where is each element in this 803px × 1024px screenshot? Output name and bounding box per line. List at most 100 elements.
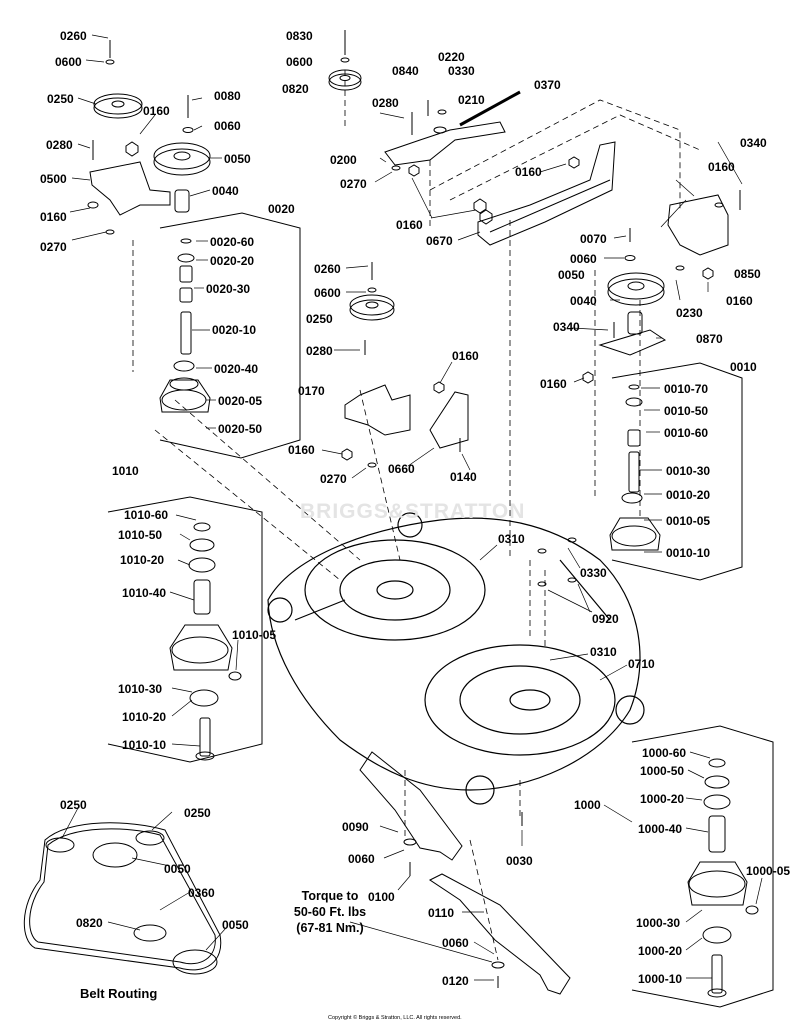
callout-56: 0250 (306, 312, 333, 326)
spindle-0010-bracket (611, 362, 743, 581)
callout-76: 0310 (590, 645, 617, 659)
callout-77: 0710 (628, 657, 655, 671)
callout-66: 1010-50 (118, 528, 163, 542)
callout-50: 0010-30 (666, 464, 711, 478)
callout-67: 1010-20 (120, 553, 165, 567)
callout-62: 0660 (388, 462, 415, 476)
callout-9: 0040 (212, 184, 239, 198)
callout-92: 1000-20 (638, 944, 683, 958)
callout-33: 0670 (426, 234, 453, 248)
callout-85: 1000 (574, 798, 601, 812)
callout-54: 0260 (314, 262, 341, 276)
callout-36: 0050 (558, 268, 585, 282)
callout-39: 0850 (734, 267, 761, 281)
callout-7: 0050 (224, 152, 251, 166)
callout-49: 0010-60 (664, 426, 709, 440)
torque-note-line2: 50-60 Ft. lbs (293, 905, 367, 919)
callout-19: 0020-50 (218, 422, 263, 436)
callout-65: 1010-60 (124, 508, 169, 522)
belt-label-0360: 0360 (188, 886, 215, 900)
callout-28: 0210 (458, 93, 485, 107)
callout-75: 0920 (592, 612, 619, 626)
callout-73: 0310 (498, 532, 525, 546)
callout-34: 0070 (580, 232, 607, 246)
callout-93: 1000-10 (638, 972, 683, 986)
callout-31: 0160 (396, 218, 423, 232)
callout-14: 0020-20 (210, 254, 255, 268)
callout-46: 0010 (730, 360, 757, 374)
callout-68: 1010-40 (122, 586, 167, 600)
callout-58: 0160 (452, 349, 479, 363)
callout-87: 1000-50 (640, 764, 685, 778)
callout-82: 0110 (428, 906, 455, 920)
callout-91: 1000-30 (636, 916, 681, 930)
blade-0090 (359, 751, 463, 861)
callout-52: 0010-05 (666, 514, 711, 528)
callout-24: 0220 (438, 50, 465, 64)
belt-label-0250-b: 0250 (184, 806, 211, 820)
callout-26: 0370 (534, 78, 561, 92)
belt-routing-caption: Belt Routing (80, 986, 158, 1001)
callout-48: 0010-50 (664, 404, 709, 418)
callout-60: 0160 (288, 443, 315, 457)
callout-74: 0330 (580, 566, 607, 580)
belt-label-0050-b: 0050 (222, 918, 249, 932)
callout-81: 0100 (368, 890, 395, 904)
callout-69: 1010-05 (232, 628, 277, 642)
mower-deck-0710 (267, 512, 645, 805)
callout-0: 0260 (60, 29, 87, 43)
idler-bracket-0500 (89, 161, 171, 216)
callout-80: 0030 (506, 854, 533, 868)
watermark-text: BRIGGS&STRATTON (300, 500, 526, 523)
spindle-1000-bracket (631, 725, 774, 1008)
callout-42: 0040 (570, 294, 597, 308)
callout-83: 0060 (442, 936, 469, 950)
callout-5: 0060 (214, 119, 241, 133)
callout-12: 0270 (40, 240, 67, 254)
callout-18: 0020-05 (218, 394, 263, 408)
spindle-1010-bracket (107, 496, 263, 763)
callout-13: 0020-60 (210, 235, 255, 249)
callout-70: 1010-30 (118, 682, 163, 696)
callout-10: 0160 (40, 210, 67, 224)
callout-29: 0200 (330, 153, 357, 167)
callout-35: 0060 (570, 252, 597, 266)
callout-41: 0340 (553, 320, 580, 334)
belt-routing-diagram (23, 822, 222, 975)
callout-51: 0010-20 (666, 488, 711, 502)
callout-4: 0080 (214, 89, 241, 103)
pulley-0250-center (349, 294, 395, 321)
callout-45: 0230 (676, 306, 703, 320)
callout-17: 0020-40 (214, 362, 259, 376)
bracket-0850 (667, 194, 729, 256)
callout-44: 0160 (540, 377, 567, 391)
callout-90: 1000-05 (746, 864, 791, 878)
callout-23: 0840 (392, 64, 419, 78)
belt-label-0050-a: 0050 (164, 862, 191, 876)
callout-2: 0250 (47, 92, 74, 106)
torque-note-line3: (67-81 Nm.) (296, 921, 364, 935)
callout-43: 0870 (696, 332, 723, 346)
pulley-0050-topleft (153, 142, 211, 176)
callout-40: 0160 (726, 294, 753, 308)
callout-84: 0120 (442, 974, 469, 988)
pulley-0250-topleft (93, 93, 143, 119)
callout-30: 0270 (340, 177, 367, 191)
deck-bracket-0670 (477, 141, 616, 246)
callout-1: 0600 (55, 55, 82, 69)
callout-15: 0020-30 (206, 282, 251, 296)
callout-32: 0160 (515, 165, 542, 179)
callout-38: 0160 (708, 160, 735, 174)
callout-88: 1000-20 (640, 792, 685, 806)
callout-8: 0500 (40, 172, 67, 186)
callout-79: 0060 (348, 852, 375, 866)
pulley-0820 (328, 69, 362, 91)
callout-55: 0600 (314, 286, 341, 300)
callout-27: 0280 (372, 96, 399, 110)
callout-47: 0010-70 (664, 382, 709, 396)
callout-63: 0140 (450, 470, 477, 484)
callout-59: 0170 (298, 384, 325, 398)
torque-note-line1: Torque to (301, 889, 359, 903)
spindle-0020-bracket (159, 212, 301, 459)
